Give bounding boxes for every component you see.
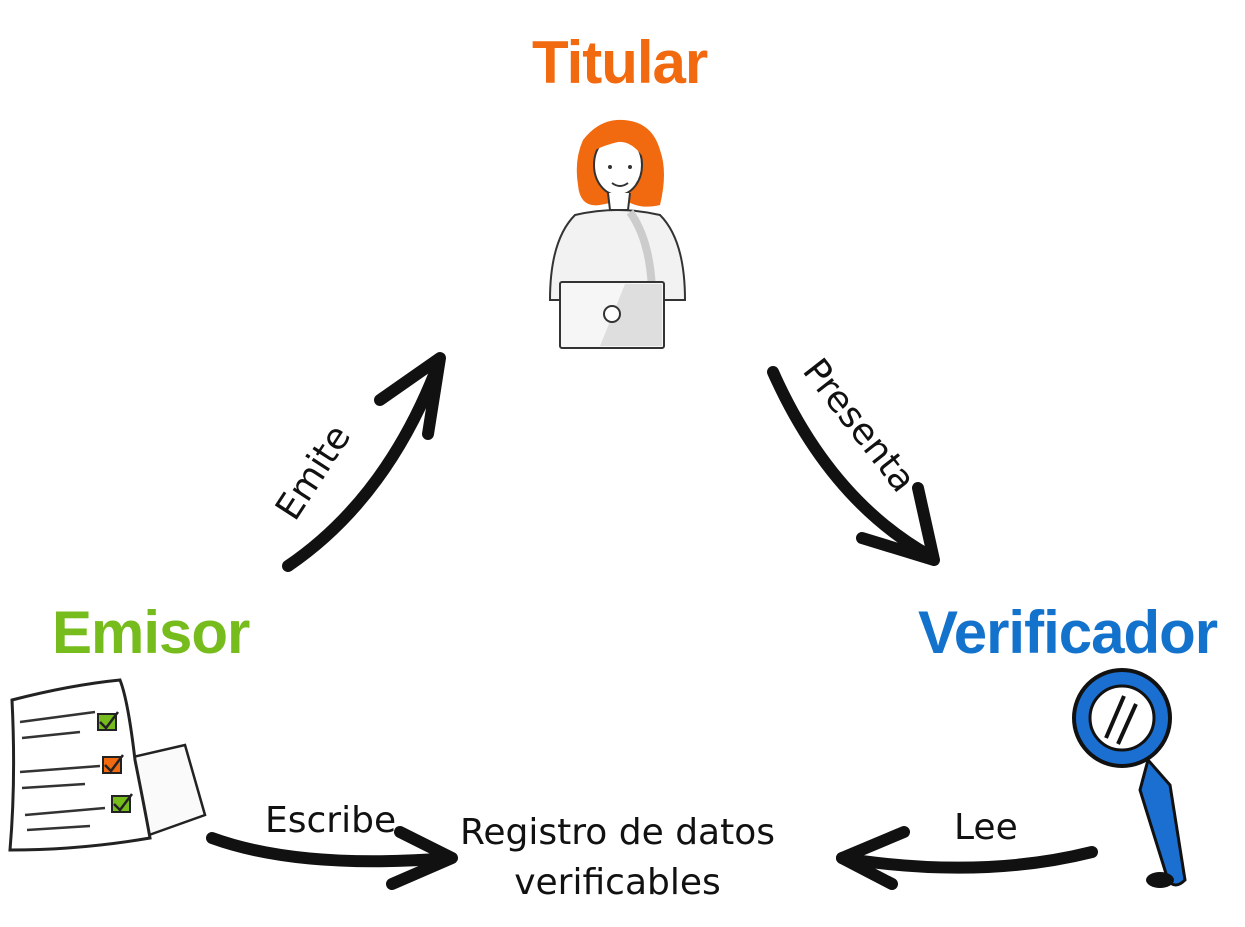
issuer-title: Emisor bbox=[52, 599, 250, 666]
holder-title: Titular bbox=[532, 29, 708, 96]
read-arrow-label: Lee bbox=[954, 807, 1018, 848]
checklist-documents-icon bbox=[8, 678, 207, 852]
registry-line-1: Registro de datos bbox=[460, 812, 775, 853]
write-arrow-label: Escribe bbox=[265, 800, 397, 841]
verifiable-data-registry: Registro de datos verificables bbox=[440, 808, 795, 908]
issue-arrow bbox=[282, 352, 446, 572]
person-with-laptop-icon bbox=[548, 119, 687, 349]
read-arrow bbox=[836, 826, 1098, 890]
magnifying-glass-icon bbox=[1072, 668, 1187, 888]
write-arrow bbox=[206, 826, 458, 890]
present-arrow bbox=[767, 366, 940, 566]
verifier-title: Verificador bbox=[918, 599, 1218, 666]
registry-line-2: verificables bbox=[514, 862, 721, 903]
